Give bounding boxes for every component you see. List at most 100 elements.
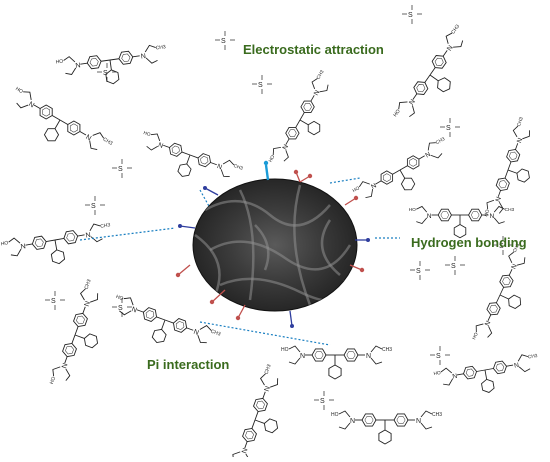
hydroxyl-bond: [289, 310, 293, 327]
hydrogen-sulfate-ion: S: [410, 261, 430, 280]
alkyl-chain: [272, 146, 281, 156]
hydrogen-sulfate-ion: S: [215, 31, 235, 50]
bond: [156, 316, 166, 321]
adsorbent-sem-image: [192, 178, 358, 312]
adsorbent-flake: [204, 199, 331, 227]
benzene-ring: [73, 312, 88, 328]
benzene-ring: [406, 155, 420, 170]
hydroxyl-atom: HO: [0, 240, 9, 247]
bond: [163, 144, 170, 148]
bond: [210, 162, 217, 166]
hydroxyl-oxygen: [290, 324, 294, 328]
nitrogen-atom: N: [370, 182, 378, 191]
hydroxyl-bond: [179, 225, 196, 229]
benzene-ring: [462, 365, 478, 380]
benzene-ring: [142, 307, 158, 322]
benzene-ring: [172, 318, 188, 333]
bond: [484, 369, 488, 380]
methyl-atom: CH3: [528, 353, 539, 361]
alkyl-chain: [486, 199, 495, 210]
hydrogen-sulfate-ion: S: [112, 159, 132, 178]
alkyl-chain: [475, 323, 484, 333]
sulfur-atom: S: [103, 70, 108, 77]
bond: [375, 180, 382, 185]
benzene-ring: [105, 69, 120, 85]
bond: [25, 243, 33, 246]
bond: [412, 93, 418, 100]
hydrogen-sulfate-ion: S: [402, 5, 422, 24]
bond: [164, 319, 174, 324]
electrostatic-attraction-label: Electrostatic attraction: [243, 42, 384, 57]
alkyl-chain: [16, 102, 29, 109]
sulfur-atom: S: [446, 125, 451, 132]
bond: [109, 58, 119, 61]
carboxyl-bond: [211, 289, 226, 303]
methyl-atom: CH3: [435, 136, 447, 146]
carboxyl-oxygen: [307, 173, 313, 179]
alkyl-chain: [92, 132, 105, 139]
hydroxyl-oxygen: [203, 186, 207, 190]
bond: [508, 268, 513, 276]
bond: [74, 326, 79, 336]
alkyl-chain: [144, 44, 156, 53]
benzene-ring: [43, 128, 60, 142]
benzene-ring: [486, 302, 501, 316]
carboxyl-oxygen: [353, 195, 359, 201]
alkyl-chain: [443, 378, 454, 386]
nitrogen-atom: N: [20, 243, 26, 251]
methyl-atom: CH3: [264, 363, 273, 375]
benzene-ring: [63, 230, 79, 245]
bond: [79, 131, 87, 136]
sulfur-atom: S: [408, 12, 413, 19]
dye-molecules-layer: NNHOCH3NNHOCH3NNHOCH3NNHOCH3NNHOCH3NNHOC…: [0, 24, 539, 462]
bond: [71, 334, 76, 344]
alkyl-chain: [232, 451, 241, 462]
bond: [33, 104, 41, 109]
alkyl-chain: [197, 334, 207, 344]
benzene-ring: [263, 418, 279, 434]
adsorbent-flake: [254, 224, 270, 271]
alkyl-chain: [222, 159, 235, 166]
nitrogen-atom: N: [192, 329, 199, 337]
alkyl-chain: [311, 78, 318, 90]
alkyl-chain: [517, 354, 529, 362]
alkyl-chain: [508, 251, 514, 263]
alkyl-chain: [416, 205, 428, 213]
benzene-ring: [508, 294, 522, 309]
bond: [54, 239, 58, 250]
alkyl-chain: [288, 345, 301, 353]
carboxyl-oxygen: [359, 267, 365, 273]
hydroxyl-atom: HO: [55, 59, 63, 66]
sulfur-atom: S: [258, 82, 263, 89]
benzene-ring: [39, 104, 53, 120]
alkyl-chain: [89, 140, 98, 151]
carboxyl-oxygen: [175, 272, 181, 278]
alkyl-chain: [370, 357, 383, 365]
alkyl-chain: [150, 133, 161, 142]
benzene-ring: [380, 170, 394, 185]
alkyl-chain: [145, 57, 158, 64]
hydrogen-sulfate-ion: S: [314, 391, 334, 410]
benzene-ring-inner: [396, 416, 406, 424]
alkyl-chain: [199, 324, 212, 331]
alkyl-chain: [370, 345, 383, 353]
hydroxyl-atom: HO: [331, 412, 339, 418]
benzene-ring: [242, 427, 257, 443]
alkyl-chain: [8, 237, 21, 244]
alkyl-chain: [79, 288, 86, 301]
methyl-atom: CH3: [102, 137, 114, 147]
alkyl-chain: [445, 32, 453, 44]
sulfonate-bond: [264, 164, 270, 181]
nitrogen-atom: N: [264, 385, 272, 392]
benzene-ring: [311, 348, 327, 362]
alkyl-chain: [23, 91, 32, 100]
alkyl-chain: [516, 257, 526, 266]
